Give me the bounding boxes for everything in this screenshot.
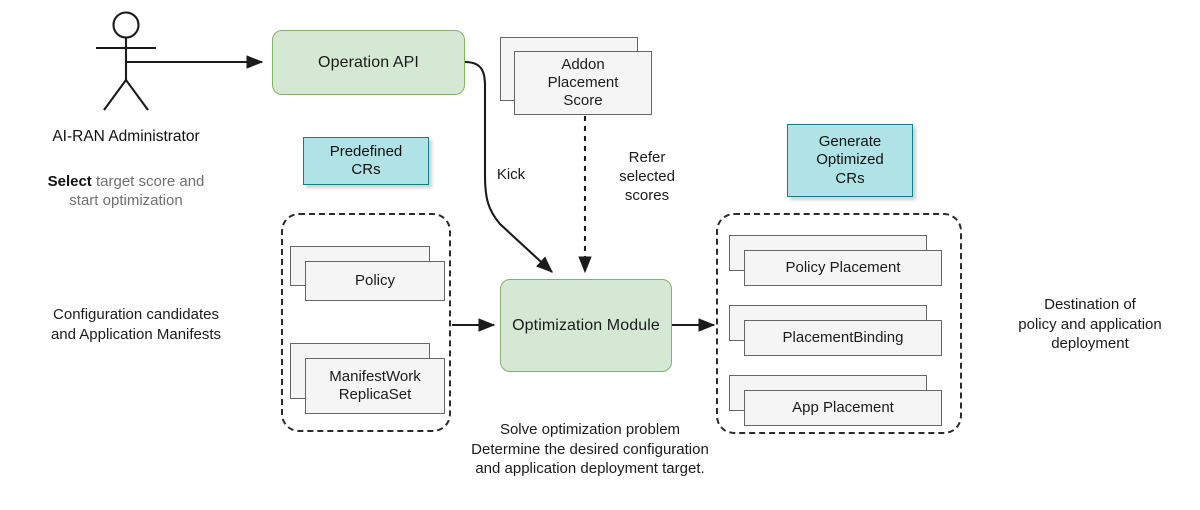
node-operation-api[interactable]: Operation API: [272, 30, 465, 95]
actor-action-label: Select target score and start optimizati…: [10, 152, 242, 211]
card-front: App Placement: [744, 390, 942, 426]
card-front: Policy Placement: [744, 250, 942, 286]
annotation-generate-optimized-crs[interactable]: Generate Optimized CRs: [787, 124, 913, 197]
card-front: Addon Placement Score: [514, 51, 652, 115]
node-policy[interactable]: Policy: [290, 246, 448, 302]
actor-action-rest: target score and start optimization: [69, 172, 205, 210]
node-manifestwork-replicaset[interactable]: ManifestWork ReplicaSet: [290, 343, 448, 415]
caption-center-bottom: Solve optimization problem Determine the…: [471, 421, 709, 477]
actor-action-strong: Select: [47, 172, 92, 190]
actor-name-label: AI-RAN Administrator: [52, 128, 200, 145]
card-front: PlacementBinding: [744, 320, 942, 356]
node-optimization-module[interactable]: Optimization Module: [500, 279, 672, 372]
card-front: ManifestWork ReplicaSet: [305, 358, 445, 414]
annotation-predefined-crs[interactable]: Predefined CRs: [303, 137, 429, 185]
stick-figure-actor-icon: [96, 11, 156, 111]
card-front: Policy: [305, 261, 445, 301]
node-addon-placement-score[interactable]: Addon Placement Score: [500, 37, 655, 117]
edge-label-refer-selected-scores: Refer selected scores: [619, 149, 675, 205]
caption-right-group: Destination of policy and application de…: [1018, 296, 1162, 352]
node-policy-placement[interactable]: Policy Placement: [729, 235, 961, 289]
edge-label-kick: Kick: [496, 166, 526, 183]
group-generated-crs: [716, 213, 962, 434]
node-app-placement[interactable]: App Placement: [729, 375, 961, 429]
caption-left-group: Configuration candidates and Application…: [50, 306, 222, 343]
group-predefined-crs: [281, 213, 451, 432]
node-placement-binding[interactable]: PlacementBinding: [729, 305, 961, 359]
